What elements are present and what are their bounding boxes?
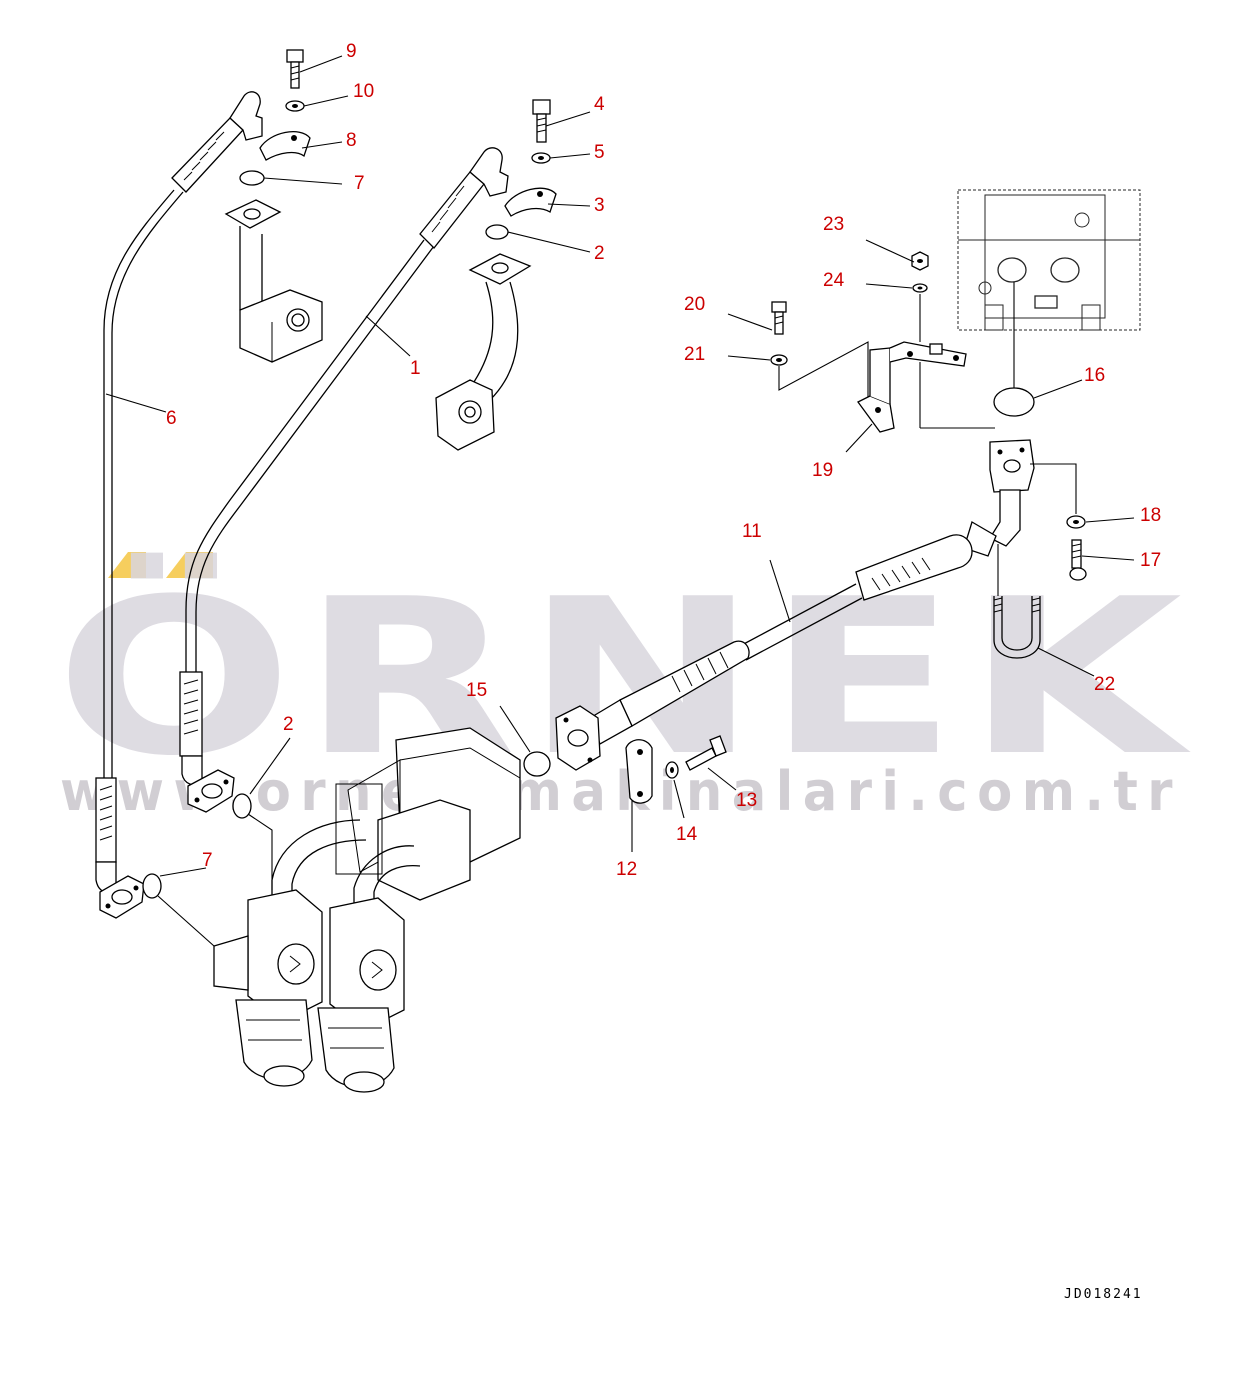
callout-3: 3 xyxy=(594,195,605,216)
callout-7-lower: 7 xyxy=(202,850,213,871)
callout-1: 1 xyxy=(410,358,421,379)
callout-15: 15 xyxy=(466,680,487,701)
callout-20: 20 xyxy=(684,294,705,315)
leader-lines xyxy=(105,55,1135,877)
callout-11: 11 xyxy=(742,521,762,542)
fittings-lower-middle xyxy=(625,735,727,804)
callout-6: 6 xyxy=(166,408,177,429)
o-ring-15 xyxy=(523,751,551,777)
callout-4: 4 xyxy=(594,94,605,115)
callout-8: 8 xyxy=(346,130,357,151)
hose-6 xyxy=(95,91,263,919)
u-bolt-22 xyxy=(993,544,1041,659)
watermark-brand: ÖRNEK xyxy=(55,552,1192,803)
callout-24: 24 xyxy=(823,270,845,291)
watermark: ÖRNEK www.orneksmakinalari.com.tr xyxy=(55,552,1192,823)
callout-18: 18 xyxy=(1140,505,1161,526)
callout-9: 9 xyxy=(346,41,357,62)
callout-22: 22 xyxy=(1094,674,1115,695)
fittings-bracket-top xyxy=(911,251,929,342)
callout-10: 10 xyxy=(353,81,374,102)
fittings-right xyxy=(1030,463,1087,581)
callout-numbers: 9 10 8 7 4 5 3 2 1 6 23 24 20 21 16 19 1… xyxy=(166,41,1161,880)
fittings-bracket-left xyxy=(770,301,869,400)
callout-21: 21 xyxy=(684,344,705,365)
callout-16: 16 xyxy=(1084,365,1105,386)
bracket-19 xyxy=(857,341,995,433)
plug-16 xyxy=(993,387,1035,417)
fittings-upper-left xyxy=(224,49,323,363)
callout-13: 13 xyxy=(736,790,757,811)
callout-23: 23 xyxy=(823,214,844,235)
document-id: JD018241 xyxy=(1064,1287,1143,1302)
callout-12: 12 xyxy=(616,859,637,880)
callout-14: 14 xyxy=(676,824,698,845)
callout-19: 19 xyxy=(812,460,833,481)
pump-assembly xyxy=(213,727,521,1093)
o-ring-2-lower xyxy=(232,793,252,819)
callout-2-lower: 2 xyxy=(283,714,294,735)
callout-17: 17 xyxy=(1140,550,1161,571)
o-ring-7-lower xyxy=(142,873,162,899)
control-valve xyxy=(957,189,1141,331)
hose-1 xyxy=(179,147,509,813)
watermark-accent-left xyxy=(108,552,146,578)
callout-5: 5 xyxy=(594,142,605,163)
callout-7-upper: 7 xyxy=(354,173,365,194)
callout-2-upper: 2 xyxy=(594,243,605,264)
hose-11 xyxy=(555,439,1035,771)
fittings-upper-middle xyxy=(435,99,557,451)
